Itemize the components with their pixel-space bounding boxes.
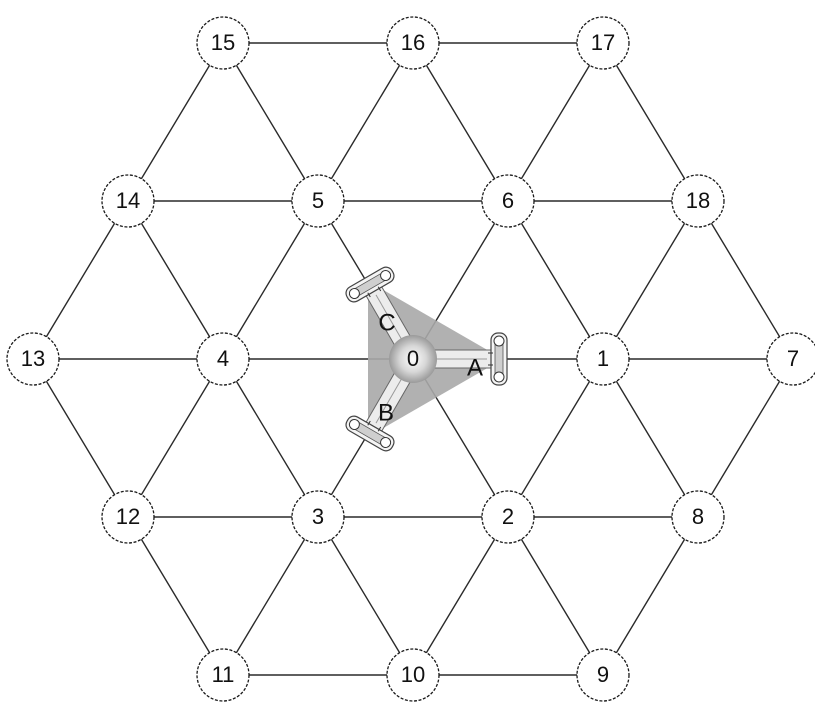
node-5: 5 — [292, 175, 344, 227]
edge-5-4 — [223, 201, 318, 359]
node-label: 3 — [312, 504, 324, 529]
node-4: 4 — [197, 333, 249, 385]
edge-17-18 — [603, 43, 698, 201]
robot: A B C — [343, 265, 507, 454]
node-label: 18 — [686, 188, 710, 213]
node-label: 9 — [597, 662, 609, 687]
node-12: 12 — [102, 491, 154, 543]
node-label: 8 — [692, 504, 704, 529]
node-label: 0 — [407, 346, 419, 371]
node-label: 12 — [116, 504, 140, 529]
node-0: 0 — [407, 346, 419, 371]
edge-6-1 — [508, 201, 603, 359]
node-15: 15 — [197, 17, 249, 69]
node-2: 2 — [482, 491, 534, 543]
node-label: 5 — [312, 188, 324, 213]
edge-1-2 — [508, 359, 603, 517]
edge-14-13 — [33, 201, 128, 359]
edge-15-5 — [223, 43, 318, 201]
node-13: 13 — [7, 333, 59, 385]
edge-8-9 — [603, 517, 698, 675]
node-3: 3 — [292, 491, 344, 543]
arm-label-a: A — [467, 354, 483, 381]
node-label: 2 — [502, 504, 514, 529]
node-label: 16 — [401, 30, 425, 55]
edge-13-12 — [33, 359, 128, 517]
edge-2-10 — [413, 517, 508, 675]
edge-3-10 — [318, 517, 413, 675]
edge-14-4 — [128, 201, 223, 359]
arm-label-c: C — [378, 309, 395, 336]
node-label: 11 — [212, 662, 235, 687]
node-label: 13 — [21, 346, 45, 371]
node-label: 1 — [597, 346, 609, 371]
node-6: 6 — [482, 175, 534, 227]
edge-16-5 — [318, 43, 413, 201]
node-label: 15 — [211, 30, 235, 55]
node-label: 10 — [401, 662, 425, 687]
wheel-icon — [488, 333, 507, 385]
node-label: 4 — [217, 346, 229, 371]
node-7: 7 — [767, 333, 815, 385]
edge-4-12 — [128, 359, 223, 517]
edge-7-8 — [698, 359, 793, 517]
node-1: 1 — [577, 333, 629, 385]
node-label: 6 — [502, 188, 514, 213]
edge-2-9 — [508, 517, 603, 675]
node-18: 18 — [672, 175, 724, 227]
edge-1-8 — [603, 359, 698, 517]
node-16: 16 — [387, 17, 439, 69]
node-8: 8 — [672, 491, 724, 543]
edge-16-6 — [413, 43, 508, 201]
node-11: 11 — [197, 649, 249, 701]
edge-18-7 — [698, 201, 793, 359]
edge-18-1 — [603, 201, 698, 359]
node-9: 9 — [577, 649, 629, 701]
node-17: 17 — [577, 17, 629, 69]
edge-3-11 — [223, 517, 318, 675]
edge-4-3 — [223, 359, 318, 517]
node-label: 14 — [116, 188, 140, 213]
node-label: 7 — [787, 346, 799, 371]
edge-12-11 — [128, 517, 223, 675]
edge-15-14 — [128, 43, 223, 201]
node-10: 10 — [387, 649, 439, 701]
node-label: 17 — [591, 30, 615, 55]
node-14: 14 — [102, 175, 154, 227]
edge-17-6 — [508, 43, 603, 201]
arm-label-b: B — [378, 399, 394, 426]
